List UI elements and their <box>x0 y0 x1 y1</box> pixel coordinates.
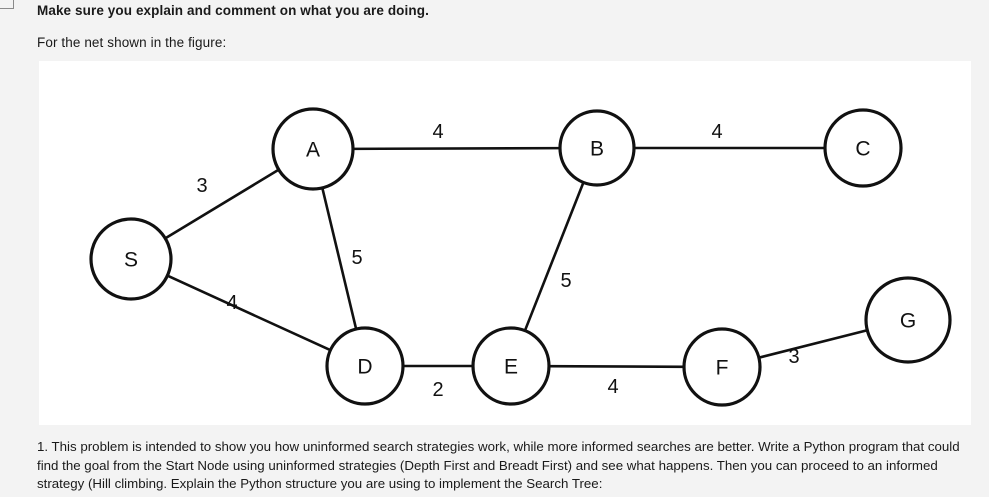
node-circle-g <box>864 276 952 364</box>
edge-weight-a-b: 4 <box>432 121 443 143</box>
node-circle-b <box>558 109 636 187</box>
graph-edge-e-f <box>546 364 687 369</box>
node-circle-d <box>325 326 405 406</box>
edge-weight-e-f: 4 <box>607 376 618 398</box>
graph-node-b: B <box>558 109 636 187</box>
graph-edge-a-b <box>350 146 563 151</box>
node-label-a: A <box>306 139 320 162</box>
graph-node-f: F <box>682 327 762 407</box>
graph-diagram: S A B C D E F G 3 4 4 5 4 5 2 4 3 <box>89 107 952 407</box>
crop-corner-mark <box>0 0 14 9</box>
graph-node-s: S <box>89 217 173 301</box>
edge-weight-f-g: 3 <box>788 346 799 368</box>
graph-figure-panel: S A B C D E F G 3 4 4 5 4 5 2 4 3 <box>39 61 971 425</box>
node-circle-a <box>271 107 355 191</box>
node-label-f: F <box>716 357 729 380</box>
graph-edge-s-a <box>163 167 281 241</box>
edge-weight-b-e: 5 <box>560 270 571 292</box>
edge-layer <box>163 146 870 369</box>
edge-weight-a-d: 5 <box>351 247 362 269</box>
edge-weight-s-d: 4 <box>226 292 237 314</box>
graph-edge-s-d <box>165 273 333 352</box>
page-heading: Make sure you explain and comment on wha… <box>37 3 429 18</box>
node-layer: S A B C D E F G <box>89 107 952 407</box>
node-circle-e <box>471 326 551 406</box>
graph-node-e: E <box>471 326 551 406</box>
graph-node-g: G <box>864 276 952 364</box>
figure-intro-text: For the net shown in the figure: <box>37 35 227 50</box>
graph-edge-a-d <box>320 185 358 332</box>
graph-node-c: C <box>823 108 903 188</box>
edge-weight-d-e: 2 <box>432 379 443 401</box>
node-label-b: B <box>590 138 604 161</box>
node-label-g: G <box>900 310 916 333</box>
node-label-d: D <box>357 356 372 379</box>
node-label-c: C <box>855 138 870 161</box>
edge-weight-s-a: 3 <box>196 175 207 197</box>
node-circle-s <box>89 217 173 301</box>
graph-edge-f-g <box>756 328 870 360</box>
graph-node-d: D <box>325 326 405 406</box>
node-circle-c <box>823 108 903 188</box>
node-label-e: E <box>504 356 518 379</box>
edge-weight-layer: 3 4 4 5 4 5 2 4 3 <box>196 121 799 401</box>
graph-node-a: A <box>271 107 355 191</box>
node-label-s: S <box>124 249 138 272</box>
node-circle-f <box>682 327 762 407</box>
graph-edge-b-e <box>523 180 586 333</box>
edge-weight-b-c: 4 <box>711 121 722 143</box>
problem-statement-paragraph: 1. This problem is intended to show you … <box>37 439 960 491</box>
